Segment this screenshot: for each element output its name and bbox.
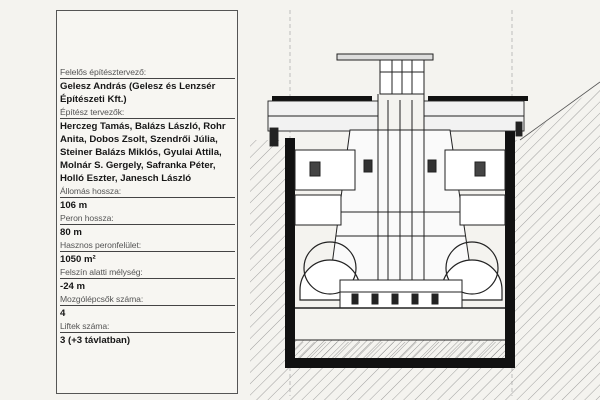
field-divider xyxy=(60,118,235,119)
field-depth: Felszín alatti mélység: -24 m xyxy=(60,267,235,293)
field-divider xyxy=(60,305,235,306)
entrance-canopy xyxy=(336,53,434,95)
field-label: Peron hossza: xyxy=(60,213,114,223)
field-lead-architect: Felelős építésztervező: Gelesz András (G… xyxy=(60,67,235,106)
field-platform-length: Peron hossza: 80 m xyxy=(60,213,235,239)
field-architects: Építész tervezők: Herczeg Tamás, Balázs … xyxy=(60,107,235,185)
field-divider xyxy=(60,251,235,252)
field-station-length: Állomás hossza: 106 m xyxy=(60,186,235,212)
field-escalators: Mozgólépcsők száma: 4 xyxy=(60,294,235,320)
field-divider xyxy=(60,332,235,333)
field-value: 4 xyxy=(60,308,66,319)
field-value: 1050 m² xyxy=(60,254,96,265)
field-value: 3 (+3 távlatban) xyxy=(60,335,131,346)
platform-level xyxy=(295,279,505,358)
outer-walls xyxy=(272,96,528,368)
station-cross-section-drawing xyxy=(250,10,600,400)
field-value: Gelesz András (Gelesz és Lenzsér Építész… xyxy=(60,81,216,105)
field-label: Liftek száma: xyxy=(60,321,110,331)
side-rooms xyxy=(294,149,506,226)
project-info-panel: Felelős építésztervező: Gelesz András (G… xyxy=(56,10,238,394)
field-value: Herczeg Tamás, Balázs László, Rohr Anita… xyxy=(60,121,226,184)
field-value: 106 m xyxy=(60,200,88,211)
field-label: Építész tervezők: xyxy=(60,107,125,117)
field-divider xyxy=(60,278,235,279)
field-divider xyxy=(60,197,235,198)
field-label: Állomás hossza: xyxy=(60,186,122,196)
field-value: 80 m xyxy=(60,227,82,238)
field-divider xyxy=(60,224,235,225)
field-label: Felszín alatti mélység: xyxy=(60,267,143,277)
field-lifts: Liftek száma: 3 (+3 távlatban) xyxy=(60,321,235,347)
field-platform-area: Hasznos peronfelület: 1050 m² xyxy=(60,240,235,266)
field-label: Felelős építésztervező: xyxy=(60,67,147,77)
field-divider xyxy=(60,78,235,79)
upper-slab xyxy=(267,100,525,147)
field-value: -24 m xyxy=(60,281,86,292)
field-label: Mozgólépcsők száma: xyxy=(60,294,144,304)
field-label: Hasznos peronfelület: xyxy=(60,240,142,250)
